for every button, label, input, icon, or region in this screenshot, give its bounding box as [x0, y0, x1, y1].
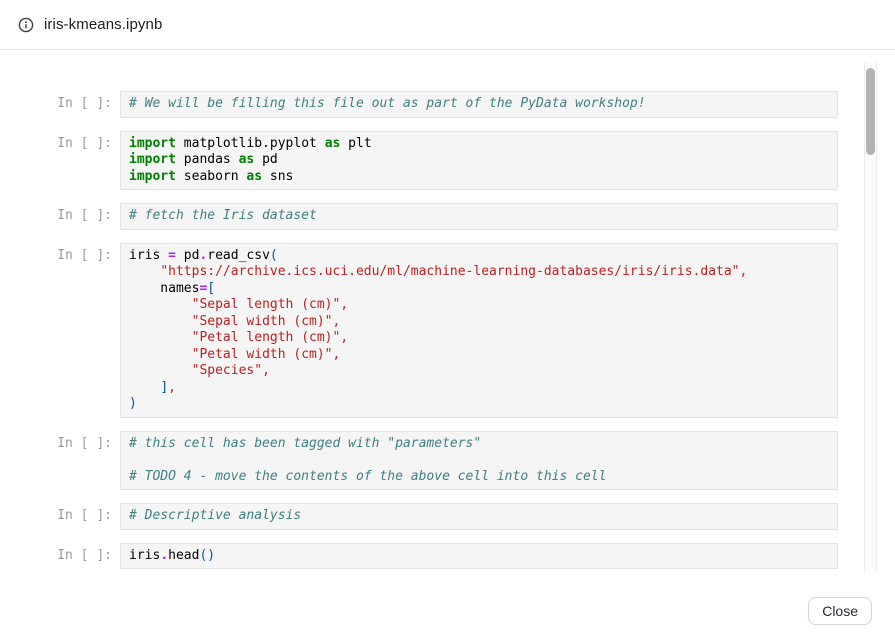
cell-code: iris = pd.read_csv( "https://archive.ics…: [120, 242, 838, 418]
scrollbar-thumb[interactable]: [866, 68, 875, 155]
code-line: "Petal length (cm)",: [191, 330, 349, 345]
code-line: iris.head(): [129, 547, 216, 563]
cell-code: # fetch the Iris dataset: [120, 203, 838, 230]
notebook-cell: In [ ]: iris = pd.read_csv( "https://arch…: [56, 242, 838, 418]
code-line: ): [129, 396, 137, 411]
close-button[interactable]: Close: [808, 597, 872, 625]
notebook-cell: In [ ]: # this cell has been tagged with …: [56, 430, 838, 490]
code-line: # fetch the Iris dataset: [129, 208, 317, 223]
code-line: # We will be filling this file out as pa…: [129, 96, 646, 111]
cell-prompt: In [ ]:: [57, 208, 112, 223]
notebook-cells: In [ ]: # We will be filling this file ou…: [56, 91, 838, 569]
cell-prompt: In [ ]:: [57, 135, 112, 151]
cell-prompt: In [ ]:: [57, 247, 112, 263]
notebook-content: In [ ]: # We will be filling this file ou…: [0, 51, 862, 573]
code-line: "Species",: [191, 363, 270, 378]
code-line: "Sepal length (cm)",: [191, 297, 349, 312]
code-line: "Sepal width (cm)",: [191, 313, 341, 329]
cell-prompt: In [ ]:: [57, 435, 112, 451]
code-line: # Descriptive analysis: [129, 508, 302, 523]
info-icon: [18, 17, 34, 33]
cell-code: # this cell has been tagged with "parame…: [120, 430, 838, 490]
code-line: ],: [160, 379, 176, 395]
code-line: [129, 452, 829, 469]
notebook-cell: In [ ]: # We will be filling this file ou…: [56, 91, 838, 118]
modal-header: iris-kmeans.ipynb: [0, 0, 895, 50]
code-line: import pandas as pd: [129, 152, 278, 167]
code-line: "https://archive.ics.uci.edu/ml/machine-…: [160, 264, 748, 279]
notebook-cell: In [ ]: # Descriptive analysis: [56, 503, 838, 530]
cell-prompt: In [ ]:: [57, 96, 112, 111]
code-line: import seaborn as sns: [129, 168, 294, 184]
code-line: # TODO 4 - move the contents of the abov…: [129, 468, 607, 484]
cell-prompt: In [ ]:: [57, 508, 112, 523]
code-line: "Petal width (cm)",: [191, 346, 341, 362]
code-line: iris = pd.read_csv(: [129, 247, 278, 263]
cell-prompt: In [ ]:: [57, 547, 112, 563]
code-line: names=[: [129, 280, 216, 296]
scrollbar-track[interactable]: [864, 62, 877, 573]
code-line: import matplotlib.pyplot as plt: [129, 135, 372, 151]
cell-code: # We will be filling this file out as pa…: [120, 91, 838, 118]
notebook-cell: In [ ]: iris.head(): [56, 542, 838, 569]
cell-code: iris.head(): [120, 542, 838, 569]
notebook-cell: In [ ]: # fetch the Iris dataset: [56, 203, 838, 230]
notebook-title: iris-kmeans.ipynb: [44, 16, 163, 33]
cell-code: # Descriptive analysis: [120, 503, 838, 530]
code-line: # this cell has been tagged with "parame…: [129, 435, 482, 451]
